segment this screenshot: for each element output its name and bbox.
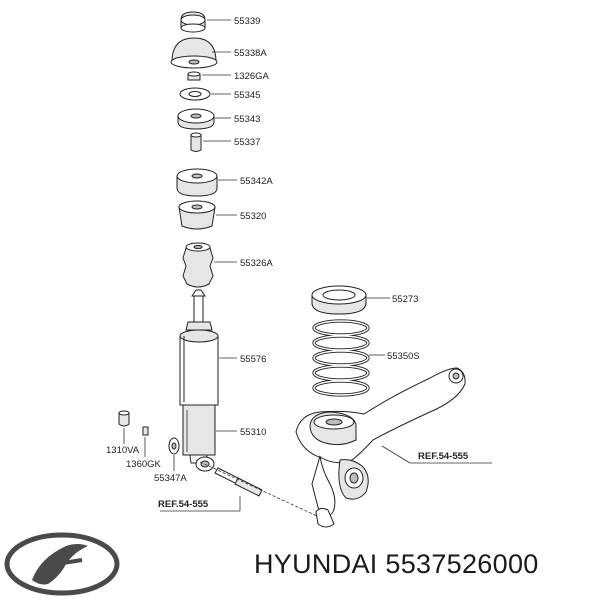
part-label-55347a: 55347A bbox=[154, 473, 187, 484]
part-label-55342a: 55342A bbox=[240, 176, 273, 187]
part-lower-control-arm bbox=[295, 367, 466, 528]
part-55345 bbox=[179, 87, 211, 101]
leader-line-dashed bbox=[199, 461, 331, 523]
part-label-55576: 55576 bbox=[240, 354, 266, 365]
part-mounting-bolt bbox=[214, 467, 263, 497]
part-55350s-coil-spring bbox=[312, 319, 370, 397]
part-label-1326ga: 1326GA bbox=[234, 71, 270, 82]
hyundai-logo bbox=[4, 532, 120, 596]
part-1360gk bbox=[142, 426, 149, 436]
part-55347a bbox=[168, 437, 180, 455]
part-55342a bbox=[176, 168, 218, 197]
part-1310va bbox=[118, 410, 130, 427]
part-label-55338a: 55338A bbox=[234, 48, 267, 59]
part-label-1310va: 1310VA bbox=[106, 445, 140, 456]
part-55273 bbox=[311, 285, 367, 315]
part-55339 bbox=[180, 11, 206, 33]
part-label-1360gk: 1360GK bbox=[126, 459, 162, 470]
ref-label-arm: REF.54-555 bbox=[418, 451, 469, 462]
part-1326ga bbox=[187, 71, 201, 81]
part-label-55273: 55273 bbox=[392, 294, 418, 305]
leader-line bbox=[381, 445, 411, 464]
part-label-55326a: 55326A bbox=[240, 258, 273, 269]
part-label-55343: 55343 bbox=[234, 114, 260, 125]
part-label-55337: 55337 bbox=[234, 137, 260, 148]
part-label-55339: 55339 bbox=[234, 16, 260, 27]
part-label-55320: 55320 bbox=[240, 211, 266, 222]
brand-caption: HYUNDAI 5537526000 bbox=[254, 549, 539, 579]
part-55326a bbox=[182, 242, 214, 288]
part-label-55350s: 55350S bbox=[387, 351, 420, 362]
part-shock-absorber bbox=[179, 289, 219, 472]
part-55337 bbox=[190, 132, 202, 152]
part-55320 bbox=[178, 200, 216, 230]
part-label-55345: 55345 bbox=[234, 90, 260, 101]
ref-label-bolt: REF.54-555 bbox=[158, 499, 209, 510]
part-label-55310: 55310 bbox=[240, 427, 266, 438]
part-55343 bbox=[177, 108, 215, 130]
part-55338a bbox=[170, 37, 218, 69]
